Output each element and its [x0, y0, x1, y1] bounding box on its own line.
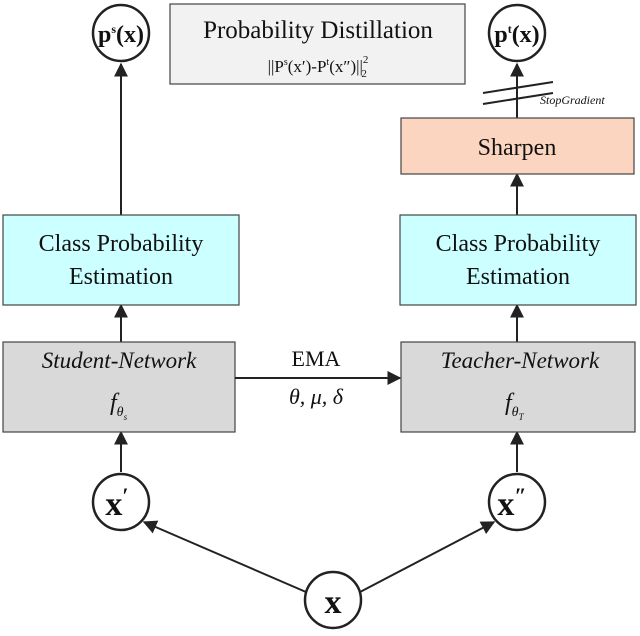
teacher-theta: θ	[512, 405, 519, 420]
formula-mid1: (x′)-P	[288, 57, 327, 76]
student-output-node: ps(x)	[91, 3, 151, 63]
stop-gradient-marker: StopGradient	[482, 81, 605, 107]
student-estimation-box: Class Probability Estimation	[2, 214, 240, 306]
teacher-output-circle	[487, 3, 547, 63]
student-estimation-rect	[2, 214, 240, 306]
teacher-estimation-line1: Class Probability	[436, 231, 601, 257]
student-network-label: Student-Network	[42, 348, 197, 373]
sharpen-rect	[400, 117, 635, 175]
root-input-circle	[303, 570, 363, 630]
title-main: Probability Distillation	[203, 17, 433, 44]
teacher-estimation-box: Class Probability Estimation	[399, 214, 637, 306]
student-estimation-line1: Class Probability	[39, 231, 204, 257]
teacher-input-node: x″	[487, 472, 547, 532]
student-input-label: x′	[105, 483, 128, 523]
student-output-circle	[91, 3, 151, 63]
formula-mid2: (x″)||	[329, 57, 363, 76]
sharpen-box: Sharpen	[400, 117, 635, 175]
teacher-input-label: x″	[497, 483, 526, 523]
student-theta: θ	[117, 405, 124, 420]
stop-gradient-label: StopGradient	[540, 93, 605, 107]
arrow-root-to-student-input	[142, 520, 307, 593]
teacher-network-function: fθT	[505, 390, 525, 422]
teacher-output-label: pt(x)	[494, 22, 539, 48]
formula-subscript: 2	[361, 68, 367, 80]
title-formula: ||Ps(x′)-Pt(x″)||2 2	[268, 54, 369, 80]
teacher-network-label: Teacher-Network	[441, 348, 600, 373]
stop-gradient-slash-bottom	[482, 92, 554, 105]
student-network-box: Student-Network fθs	[2, 341, 236, 433]
root-input-label: x	[325, 584, 342, 621]
teacher-theta-sub: T	[519, 412, 525, 422]
title-box-rect	[169, 3, 466, 85]
teacher-network-box: Teacher-Network fθT	[400, 341, 636, 433]
sharpen-label: Sharpen	[478, 135, 557, 161]
ema-params: θ, μ, δ	[289, 384, 344, 409]
teacher-network-rect	[400, 341, 636, 433]
formula-lhs: ||P	[268, 57, 284, 76]
ema-label: EMA	[292, 346, 341, 371]
title-box: Probability Distillation ||Ps(x′)-Pt(x″)…	[169, 3, 466, 85]
student-theta-sub: s	[124, 412, 128, 422]
student-network-rect	[2, 341, 236, 433]
student-output-label: ps(x)	[98, 22, 144, 48]
arrow-root-to-teacher-input	[359, 521, 496, 593]
stop-gradient-slash-top	[482, 81, 554, 94]
student-network-function: fθs	[110, 390, 128, 422]
root-input-node: x	[303, 570, 363, 630]
teacher-input-circle	[487, 472, 547, 532]
teacher-f: f	[505, 390, 515, 416]
student-input-node: x′	[91, 472, 151, 532]
formula-exponent: 2	[363, 54, 369, 66]
teacher-estimation-line2: Estimation	[466, 264, 570, 290]
student-estimation-line2: Estimation	[69, 264, 173, 290]
ema-connection: EMA θ, μ, δ	[235, 346, 402, 409]
formula-t-superscript: t	[326, 57, 329, 68]
teacher-output-node: pt(x)	[487, 3, 547, 63]
teacher-estimation-rect	[399, 214, 637, 306]
student-input-circle	[91, 472, 151, 532]
formula-s-superscript: s	[284, 57, 288, 68]
student-f: f	[110, 390, 120, 416]
